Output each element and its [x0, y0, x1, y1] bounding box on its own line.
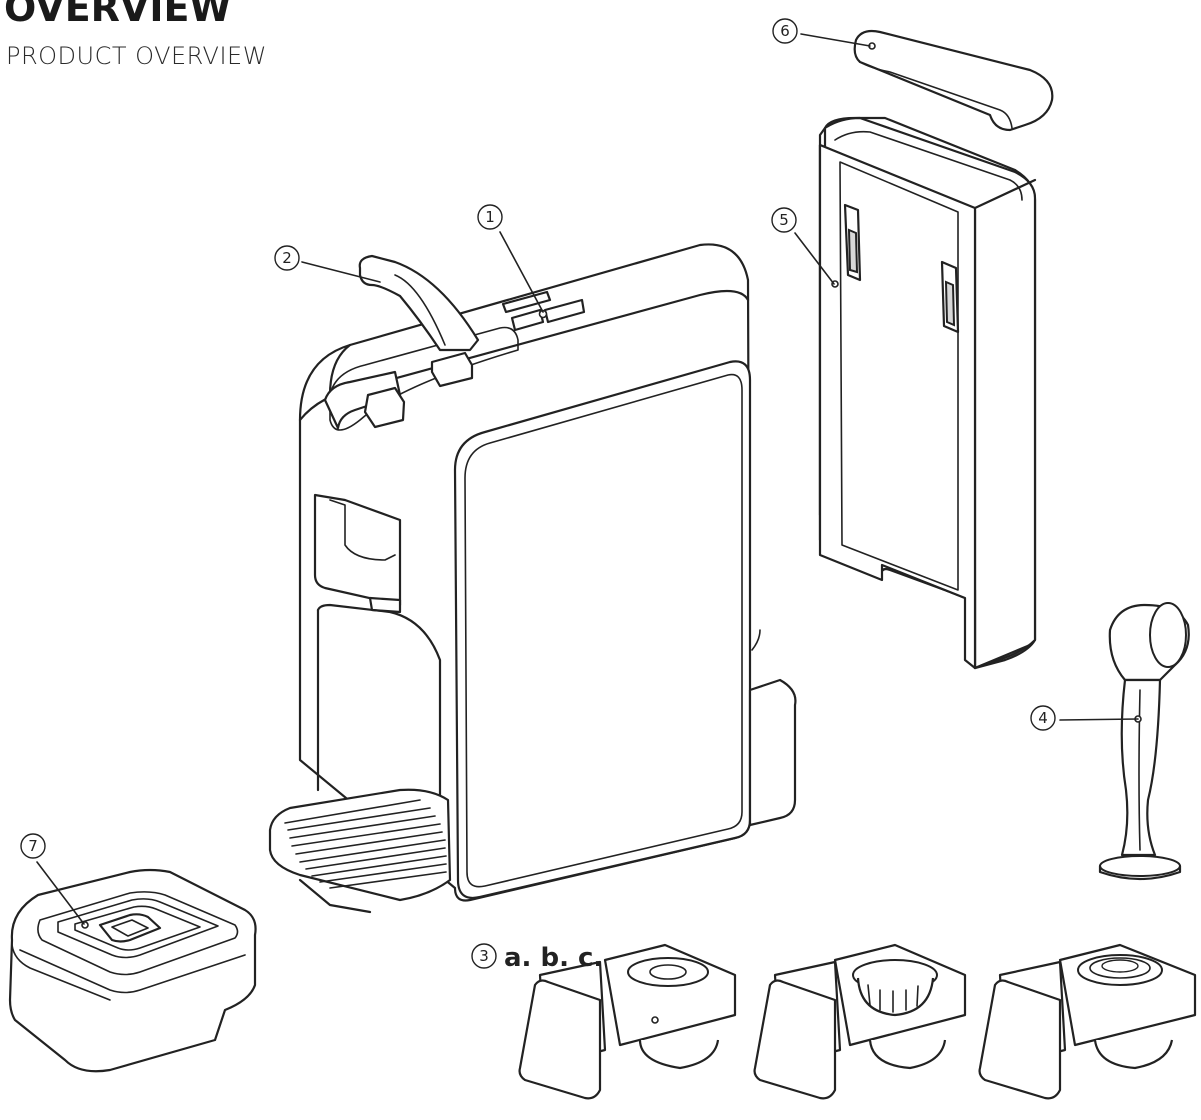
water-tank [818, 116, 1037, 670]
handle-lever [358, 254, 480, 352]
coffee-machine-body [298, 243, 797, 902]
callout-6: 6 [772, 18, 798, 44]
callout-3-number: 3 [479, 947, 489, 965]
capsule-holder-c [978, 943, 1197, 1100]
callout-7: 7 [20, 833, 46, 859]
callout-2-number: 2 [282, 249, 292, 267]
page-title: OVERVIEW [4, 0, 232, 30]
callout-5: 5 [771, 207, 797, 233]
callout-7-number: 7 [28, 837, 38, 855]
water-tank-lid [853, 29, 1054, 132]
holder-variants-label: a. b. c. [504, 943, 603, 973]
capsule-holder-a [518, 943, 737, 1100]
callout-6-number: 6 [780, 22, 790, 40]
page-subtitle: PRODUCT OVERVIEW [6, 42, 267, 70]
callout-1: 1 [477, 204, 503, 230]
drip-tray-cover [8, 868, 257, 1073]
drip-tray [268, 788, 452, 914]
callout-2: 2 [274, 245, 300, 271]
callout-3: 3 a. b. c. [471, 943, 603, 973]
callout-4: 4 [1030, 705, 1056, 731]
capsule-holder-b [753, 943, 967, 1100]
tamper [1098, 602, 1190, 881]
callout-5-number: 5 [779, 211, 789, 229]
leader-lines [36, 33, 1139, 925]
callout-4-number: 4 [1038, 709, 1048, 727]
callout-1-number: 1 [485, 208, 495, 226]
